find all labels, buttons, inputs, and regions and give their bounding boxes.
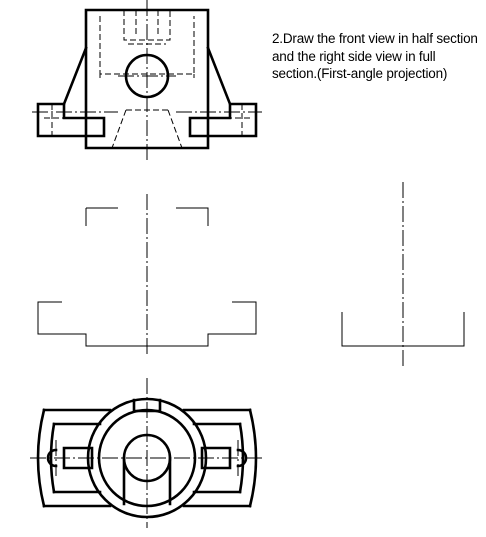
incomplete-front-view	[37, 194, 257, 356]
incomplete-side-view	[341, 182, 465, 368]
problem-statement: 2.Draw the front view in half section an…	[272, 31, 478, 81]
given-front-view	[32, 0, 262, 160]
given-top-view	[30, 378, 264, 528]
